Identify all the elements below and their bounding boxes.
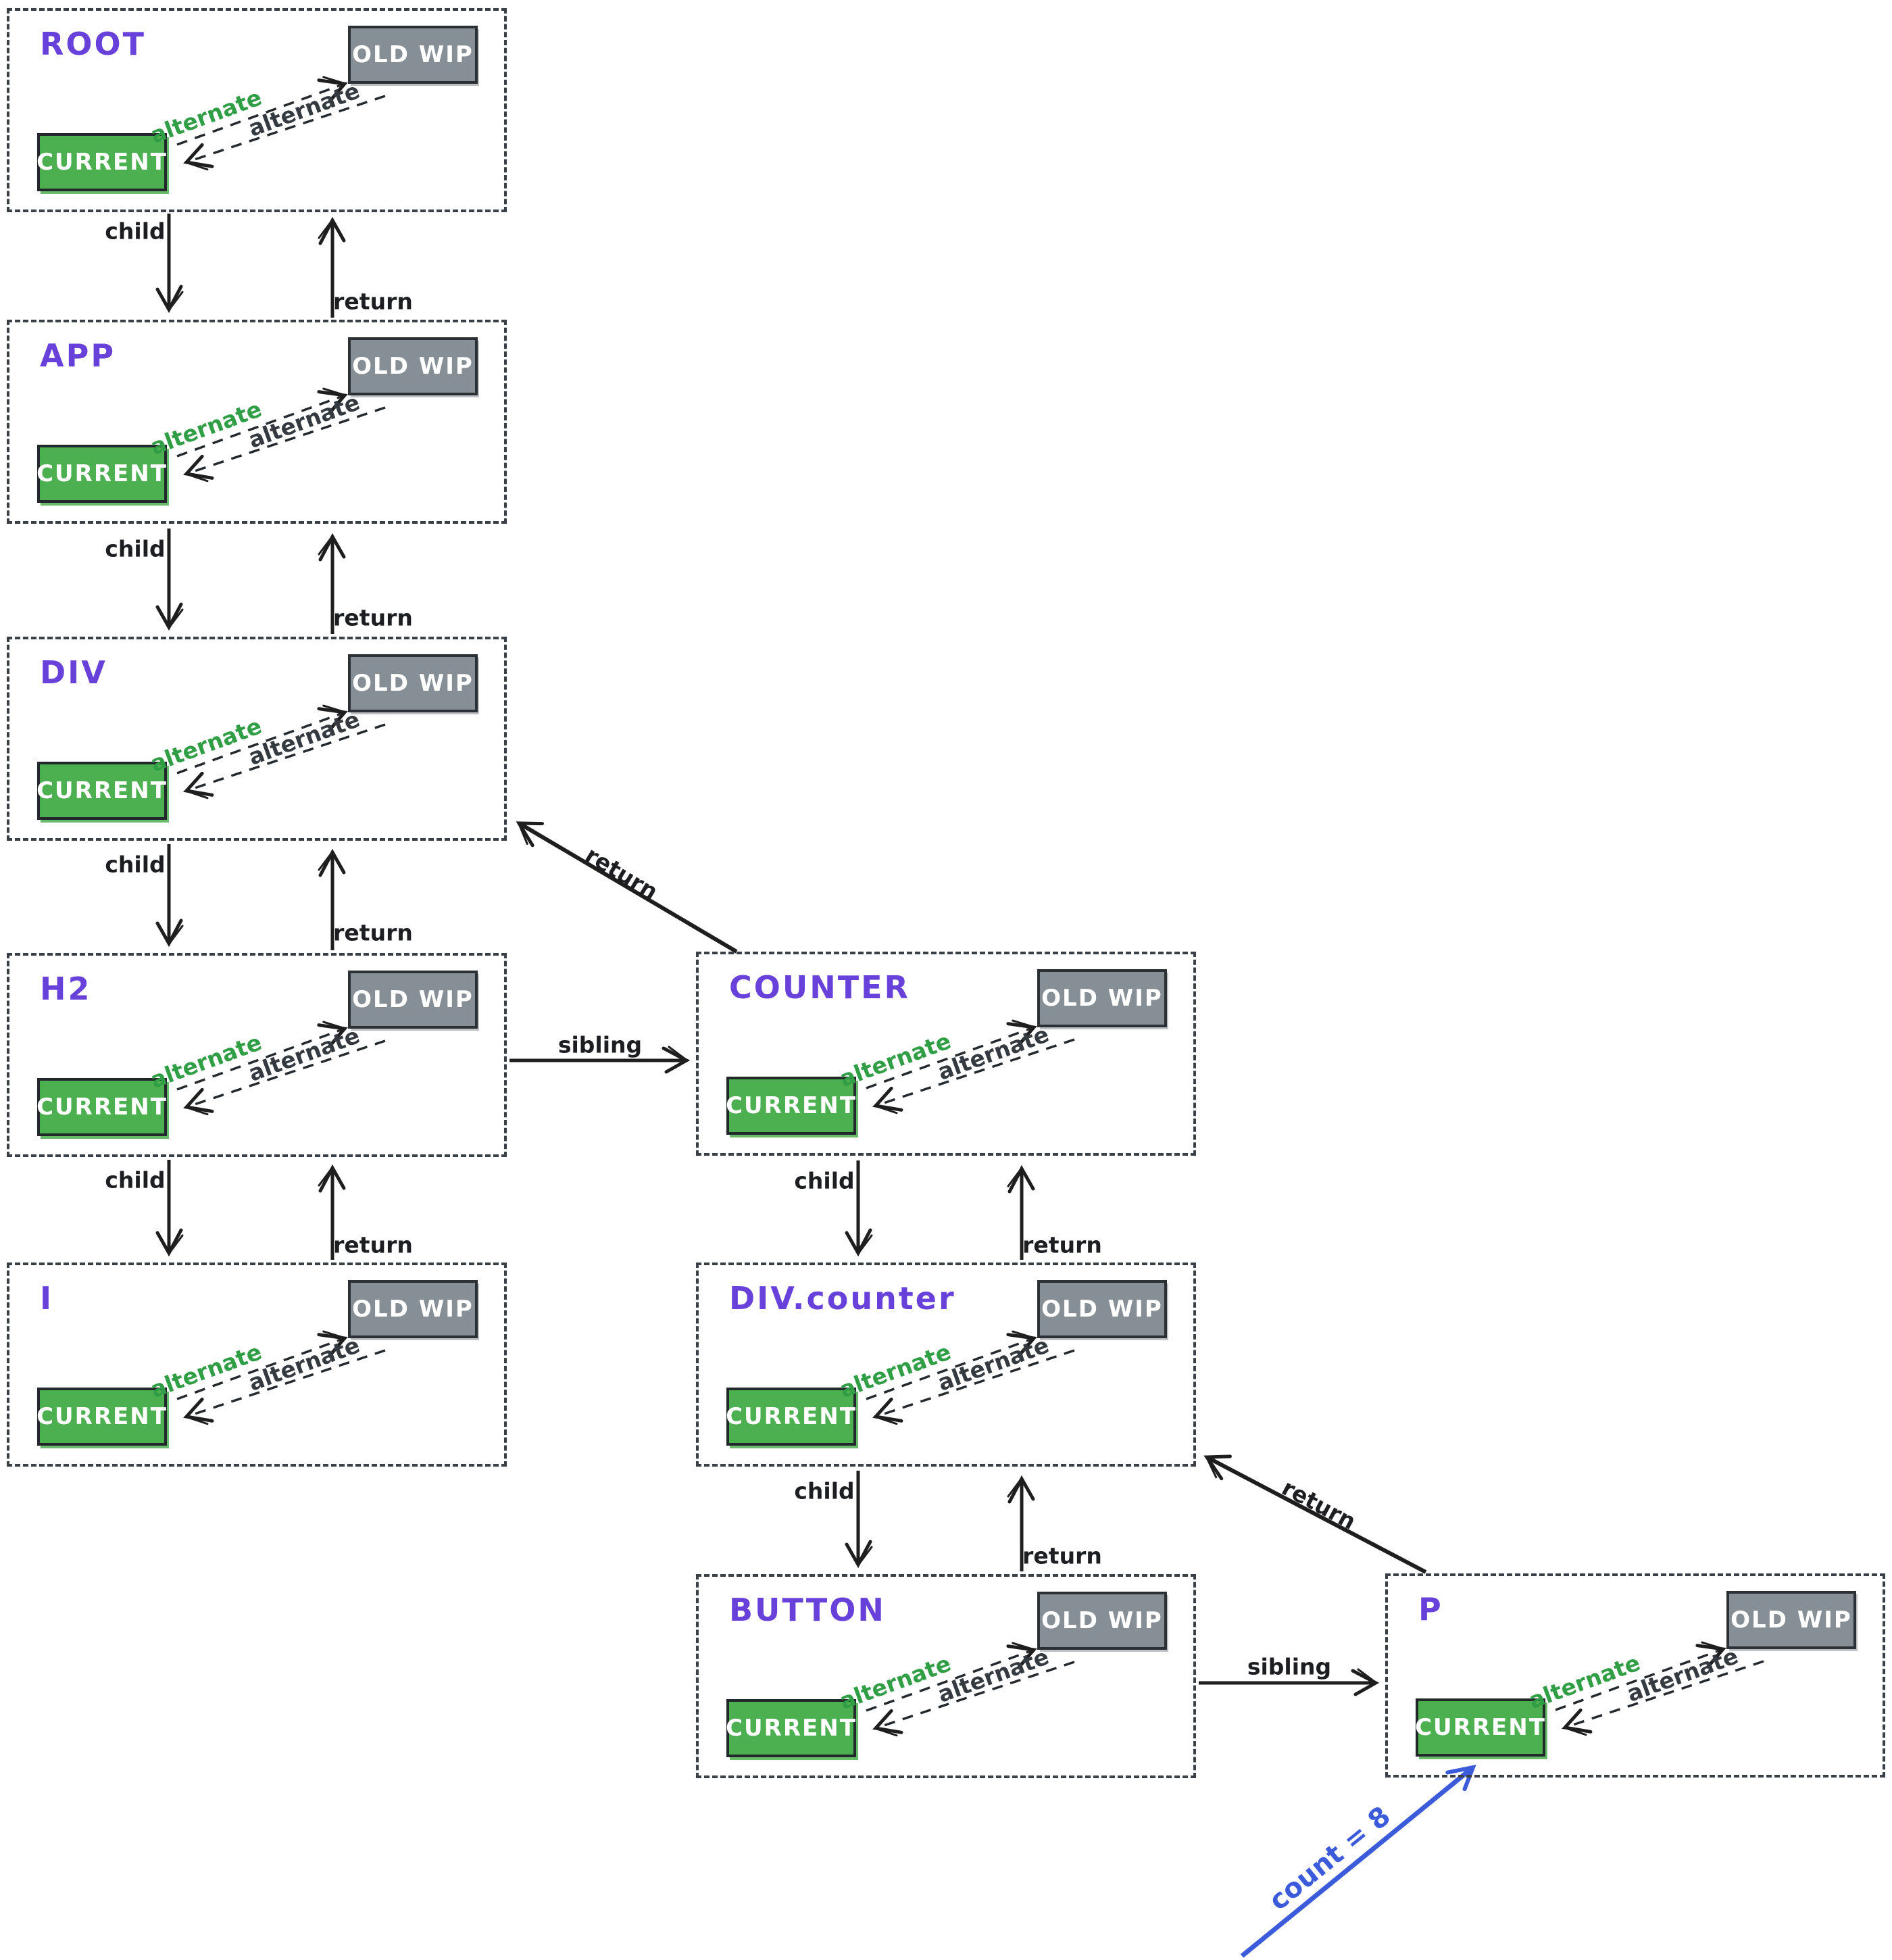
- alternate-arrow-to-wip: [176, 76, 348, 146]
- alternate-arrows: [176, 1021, 386, 1116]
- return-arrow-p-divcounter: [1203, 1454, 1427, 1574]
- return-label-i-h2: return: [333, 1231, 413, 1258]
- current-box: CURRENT: [1415, 1698, 1545, 1757]
- node-title: BUTTON: [729, 1592, 886, 1628]
- alternate-arrow-to-current: [183, 95, 386, 171]
- current-box: CURRENT: [726, 1388, 856, 1446]
- old-wip-box: OLD WIP: [1037, 1280, 1167, 1338]
- current-box: CURRENT: [36, 445, 167, 503]
- current-box: CURRENT: [726, 1077, 856, 1135]
- alternate-arrows: [176, 704, 386, 800]
- child-label-counter-divcounter: child: [794, 1167, 855, 1194]
- sibling-label-button-p: sibling: [1247, 1653, 1332, 1680]
- current-box: CURRENT: [36, 1078, 167, 1136]
- current-box: CURRENT: [726, 1699, 856, 1757]
- alternate-arrow-to-current: [872, 1349, 1075, 1425]
- current-box: CURRENT: [36, 762, 167, 820]
- node-i: I OLD WIP CURRENT alternate alternate: [7, 1263, 507, 1467]
- alternate-arrows: [866, 1642, 1075, 1737]
- old-wip-box: OLD WIP: [348, 1280, 478, 1338]
- alternate-arrow-to-wip: [176, 1330, 348, 1400]
- alternate-arrow-to-wip: [866, 1019, 1037, 1089]
- node-title: H2: [40, 971, 92, 1007]
- return-label-app-root: return: [333, 288, 413, 315]
- alternate-arrow-to-current: [872, 1038, 1075, 1114]
- node-title: I: [40, 1280, 54, 1317]
- current-box: CURRENT: [36, 133, 167, 191]
- node-title: P: [1418, 1591, 1443, 1627]
- return-label-divcounter-counter: return: [1022, 1231, 1102, 1258]
- alternate-arrow-to-current: [872, 1661, 1075, 1737]
- alternate-arrow-to-wip: [1555, 1641, 1726, 1711]
- alternate-arrows: [866, 1330, 1075, 1425]
- count-annotation-arrow: [1240, 1764, 1476, 1958]
- old-wip-box: OLD WIP: [348, 971, 478, 1029]
- return-arrow-counter-div: [516, 821, 738, 954]
- alternate-arrow-to-current: [183, 406, 386, 483]
- node-div-counter: DIV.counter OLD WIP CURRENT alternate al…: [696, 1263, 1196, 1467]
- alternate-arrows: [176, 387, 386, 483]
- node-div: DIV OLD WIP CURRENT alternate alternate: [7, 637, 507, 841]
- sibling-label-h2-counter: sibling: [557, 1031, 643, 1058]
- alternate-arrows: [1555, 1641, 1764, 1736]
- child-label-app-div: child: [105, 535, 166, 562]
- current-box: CURRENT: [36, 1388, 167, 1446]
- alternate-arrows: [176, 76, 386, 171]
- return-label-button-divcounter: return: [1022, 1542, 1102, 1569]
- alternate-arrow-to-current: [1562, 1660, 1764, 1736]
- child-label-h2-i: child: [105, 1167, 166, 1194]
- old-wip-box: OLD WIP: [348, 337, 478, 395]
- node-app: APP OLD WIP CURRENT alternate alternate: [7, 320, 507, 524]
- node-title: COUNTER: [729, 969, 910, 1006]
- return-label-h2-div: return: [333, 919, 413, 946]
- child-label-root-app: child: [105, 218, 166, 245]
- alternate-arrow-to-wip: [866, 1642, 1037, 1712]
- node-counter: COUNTER OLD WIP CURRENT alternate altern…: [696, 952, 1196, 1156]
- alternate-arrow-to-current: [183, 1349, 386, 1425]
- alternate-arrows: [866, 1019, 1075, 1114]
- node-button: BUTTON OLD WIP CURRENT alternate alterna…: [696, 1574, 1196, 1778]
- old-wip-box: OLD WIP: [1037, 969, 1167, 1027]
- old-wip-box: OLD WIP: [1037, 1592, 1167, 1650]
- node-p: P OLD WIP CURRENT alternate alternate: [1385, 1573, 1885, 1778]
- child-label-divcounter-button: child: [794, 1477, 855, 1504]
- child-label-div-h2: child: [105, 851, 166, 878]
- alternate-arrows: [176, 1330, 386, 1425]
- alternate-arrow-to-current: [183, 723, 386, 800]
- alternate-arrow-to-current: [183, 1039, 386, 1116]
- old-wip-box: OLD WIP: [1726, 1591, 1856, 1649]
- node-title: APP: [40, 337, 116, 374]
- node-title: ROOT: [40, 26, 147, 62]
- node-h2: H2 OLD WIP CURRENT alternate alternate: [7, 953, 507, 1157]
- node-title: DIV.counter: [729, 1280, 956, 1317]
- node-root: ROOT OLD WIP CURRENT alternate alternate: [7, 8, 507, 212]
- alternate-arrow-to-wip: [176, 387, 348, 458]
- alternate-arrow-to-wip: [176, 1021, 348, 1091]
- node-title: DIV: [40, 654, 107, 691]
- old-wip-box: OLD WIP: [348, 26, 478, 84]
- return-label-div-app: return: [333, 604, 413, 631]
- alternate-arrow-to-wip: [866, 1330, 1037, 1400]
- alternate-arrow-to-wip: [176, 704, 348, 775]
- old-wip-box: OLD WIP: [348, 654, 478, 712]
